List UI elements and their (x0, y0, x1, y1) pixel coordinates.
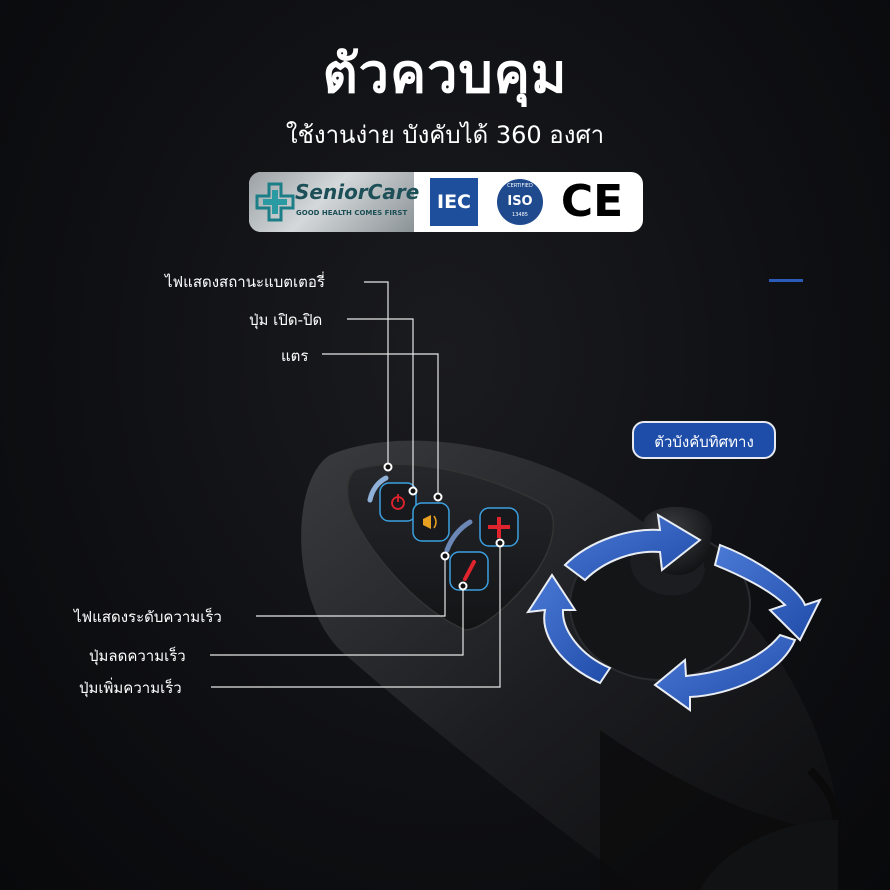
plus-icon (488, 517, 510, 538)
arrow-left (526, 573, 612, 685)
horn-icon (423, 515, 437, 529)
speed-led (444, 519, 473, 553)
label-horn: แตร (281, 347, 309, 365)
minus-icon (463, 560, 476, 581)
iso-seal: CERTIFIED ISO 13485 (497, 179, 543, 225)
leader-battery (364, 281, 389, 467)
leader-speed-up (211, 544, 501, 688)
page-subtitle: ใช้งานง่าย บังคับได้ 360 องศา (285, 121, 605, 149)
leader-speed-indicator (256, 557, 446, 617)
arrow-bottom (653, 633, 797, 712)
seniorcare-tagline: GOOD HEALTH COMES FIRST (296, 209, 408, 217)
label-speed-indicator: ไฟแสดงระดับความเร็ว (74, 608, 222, 626)
label-power-button: ปุ่ม เปิด-ปิด (249, 311, 323, 329)
leader-speed-down (210, 587, 464, 656)
chair-edge (700, 820, 838, 890)
arrow-right (713, 543, 822, 642)
label-battery-indicator: ไฟแสดงสถานะแบตเตอรี่ (165, 273, 325, 291)
seniorcare-logo: SeniorCare GOOD HEALTH COMES FIRST (249, 172, 419, 232)
battery-led (367, 475, 389, 503)
iso-text: ISO (507, 194, 533, 209)
leader-lines (210, 281, 501, 688)
seniorcare-name: SeniorCare (295, 180, 420, 204)
certification-badges: SeniorCare GOOD HEALTH COMES FIRST IEC C… (249, 172, 643, 232)
iso-certified-text: CERTIFIED (507, 183, 533, 189)
leader-power (347, 318, 414, 489)
label-speed-up: ปุ่มเพิ่มความเร็ว (79, 679, 182, 697)
decorative-dash (769, 279, 803, 282)
ce-mark: CE (560, 176, 624, 227)
label-joystick: ตัวบังคับทิศทาง (632, 421, 776, 459)
iec-logo: IEC (430, 178, 478, 226)
arrow-top (563, 513, 702, 582)
medical-cross-icon (255, 182, 295, 222)
leader-dots (383, 462, 505, 591)
power-icon (391, 494, 405, 510)
label-speed-down: ปุ่มลดความเร็ว (89, 647, 186, 665)
leader-horn (322, 353, 439, 494)
page-title: ตัวควบคุม (322, 42, 568, 105)
iso-number: 13485 (512, 212, 528, 218)
rotation-arrows (526, 513, 822, 712)
